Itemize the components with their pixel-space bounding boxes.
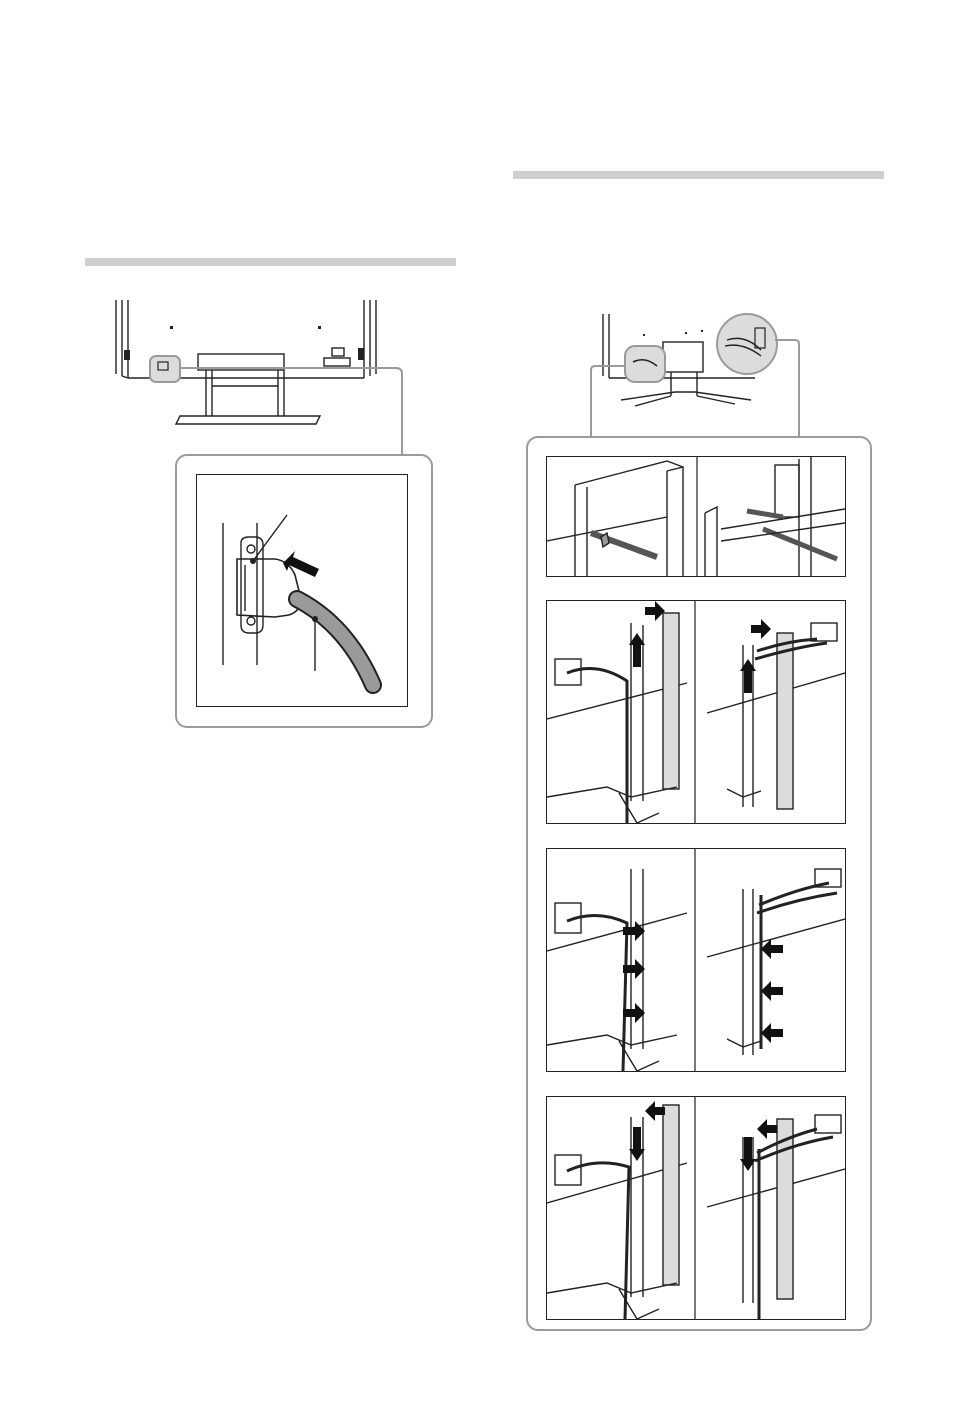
step-2-panel — [546, 600, 846, 824]
step-2-remove-cover-illustration — [547, 601, 845, 823]
insert-arrow-icon-3f — [761, 1023, 783, 1043]
step-3-panel — [546, 848, 846, 1072]
slide-right-arrow-icon-2 — [751, 619, 771, 639]
power-cord-plug-illustration — [197, 475, 407, 706]
step-4-reattach-cover-illustration — [547, 1097, 845, 1319]
step-1-panel — [546, 456, 846, 577]
step-4-panel — [546, 1096, 846, 1320]
slide-right-arrow-icon — [645, 601, 665, 621]
insert-arrow-icon — [283, 551, 319, 577]
power-cord-detail-panel — [196, 474, 408, 707]
insert-arrow-icon-3d — [761, 939, 783, 959]
step-1-cables-at-neck-illustration — [547, 457, 845, 576]
stand-cable-overview-illustration — [585, 310, 815, 440]
step-3-place-cables-illustration — [547, 849, 845, 1071]
slide-left-arrow-icon-2 — [757, 1119, 777, 1139]
left-section-rule — [85, 258, 456, 266]
insert-arrow-icon-3e — [761, 981, 783, 1001]
insert-arrow-icon-3c — [623, 1003, 645, 1023]
tv-rear-overview-illustration — [110, 298, 410, 430]
slide-left-arrow-icon — [645, 1101, 665, 1121]
right-section-rule — [513, 171, 884, 179]
